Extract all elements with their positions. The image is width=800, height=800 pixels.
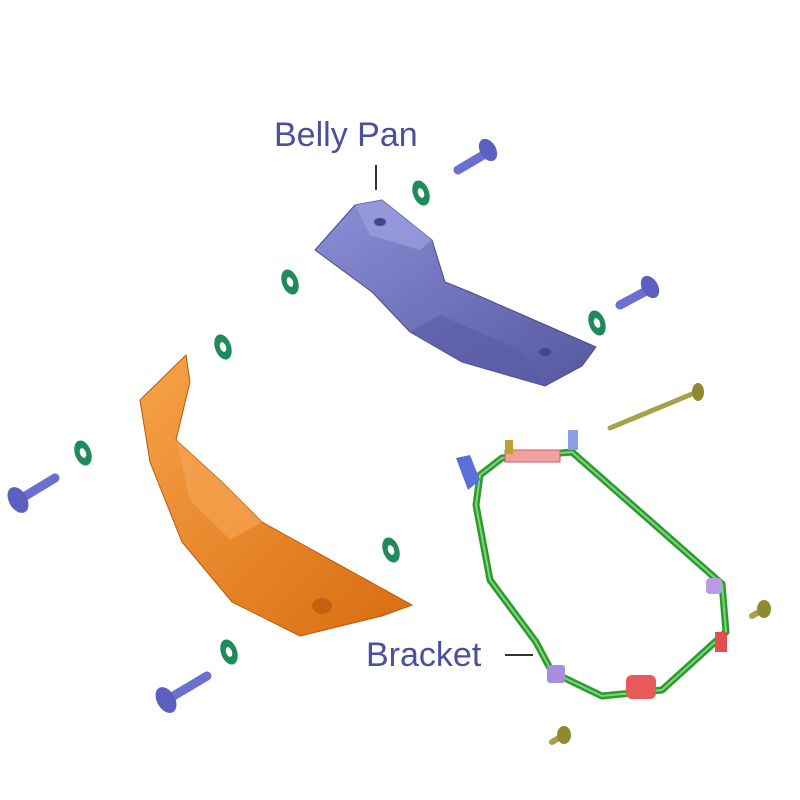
- washer: [588, 310, 606, 336]
- washer: [220, 639, 238, 665]
- bolt: [155, 671, 212, 713]
- bolt: [615, 275, 660, 310]
- long-bolt: [607, 383, 704, 431]
- washer: [281, 269, 299, 295]
- brass-bolts: [549, 383, 771, 745]
- short-bolt: [749, 600, 771, 619]
- bracket-part: [456, 430, 730, 700]
- washers: [74, 180, 606, 665]
- bolt: [7, 473, 60, 513]
- washer: [214, 334, 232, 360]
- short-bolt: [549, 726, 571, 745]
- belly-pan-label: Belly Pan: [274, 116, 418, 154]
- bolt: [453, 138, 498, 175]
- washer: [382, 537, 400, 563]
- bracket-label: Bracket: [366, 636, 482, 674]
- washer: [74, 440, 92, 466]
- belly-pan-part: [314, 199, 597, 387]
- washer: [412, 180, 430, 206]
- lower-fairing-part: [139, 353, 414, 637]
- blue-bolts: [7, 138, 660, 713]
